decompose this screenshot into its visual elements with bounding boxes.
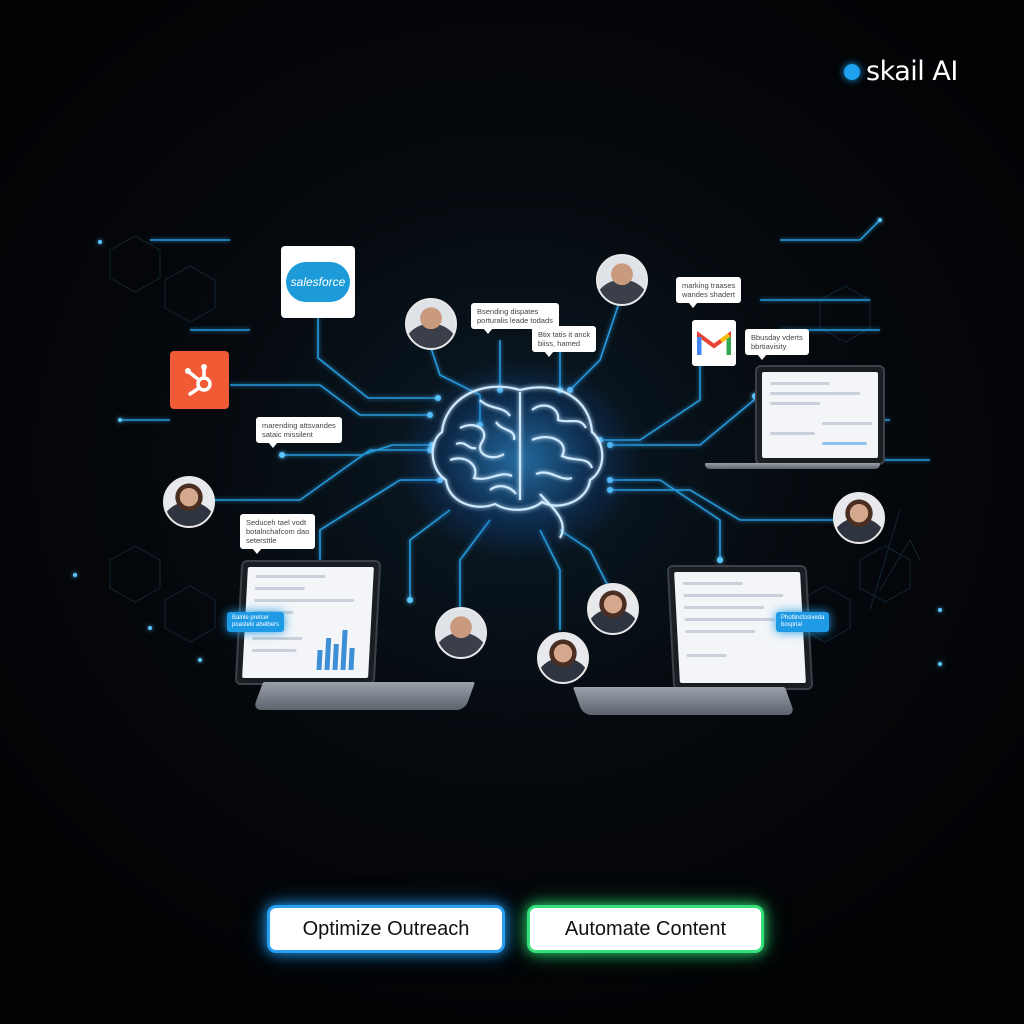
brand-name: skail AI [866, 56, 958, 87]
hexagon-grid [109, 235, 921, 643]
speech-bubble: marking traases wandes shadert [676, 277, 742, 308]
speech-bubble: Bsending dispates porturalis leade todad… [471, 303, 559, 334]
avatar-woman-4 [537, 632, 589, 684]
laptop-keyboard [252, 682, 476, 710]
hubspot-icon [184, 364, 212, 396]
laptop-top-right [705, 365, 885, 470]
laptop-left [234, 560, 476, 712]
ai-brain-icon [431, 385, 604, 539]
optimize-outreach-button[interactable]: Optimize Outreach [267, 905, 505, 953]
laptop-tag-left: Balnle pretcer poasteki abelbers [227, 612, 285, 632]
avatar-woman-1 [163, 476, 215, 528]
laptop-screen [755, 365, 885, 465]
gmail-logo [692, 320, 736, 366]
gmail-icon [697, 331, 731, 355]
speech-bubble: marending attsvandes sataic missilent [256, 417, 342, 448]
avatar-woman-3 [587, 583, 639, 635]
avatar-man-3 [435, 607, 487, 659]
salesforce-logo: salesforce [281, 246, 355, 318]
hubspot-logo [170, 351, 229, 409]
brand-logo: skail AI [844, 56, 958, 87]
avatar-man-2 [596, 254, 648, 306]
brand-dot-icon [844, 63, 860, 80]
laptop-right [572, 565, 814, 715]
avatar-man-1 [405, 298, 457, 350]
laptop-base [705, 463, 880, 469]
salesforce-cloud-icon: salesforce [286, 262, 350, 302]
speech-bubble: Bbusday vderts bbrtiavisity [745, 329, 809, 360]
speech-bubble: Btix tatis it anck biiss, hamed [532, 326, 597, 357]
speech-bubble: Seduceh tael vodt botalnchafcom dao sete… [240, 514, 316, 554]
avatar-woman-2 [833, 492, 885, 544]
automate-content-button[interactable]: Automate Content [527, 905, 764, 953]
laptop-tag-right: Photlinctssiveda bosprial [776, 612, 830, 632]
laptop-keyboard [572, 687, 796, 715]
